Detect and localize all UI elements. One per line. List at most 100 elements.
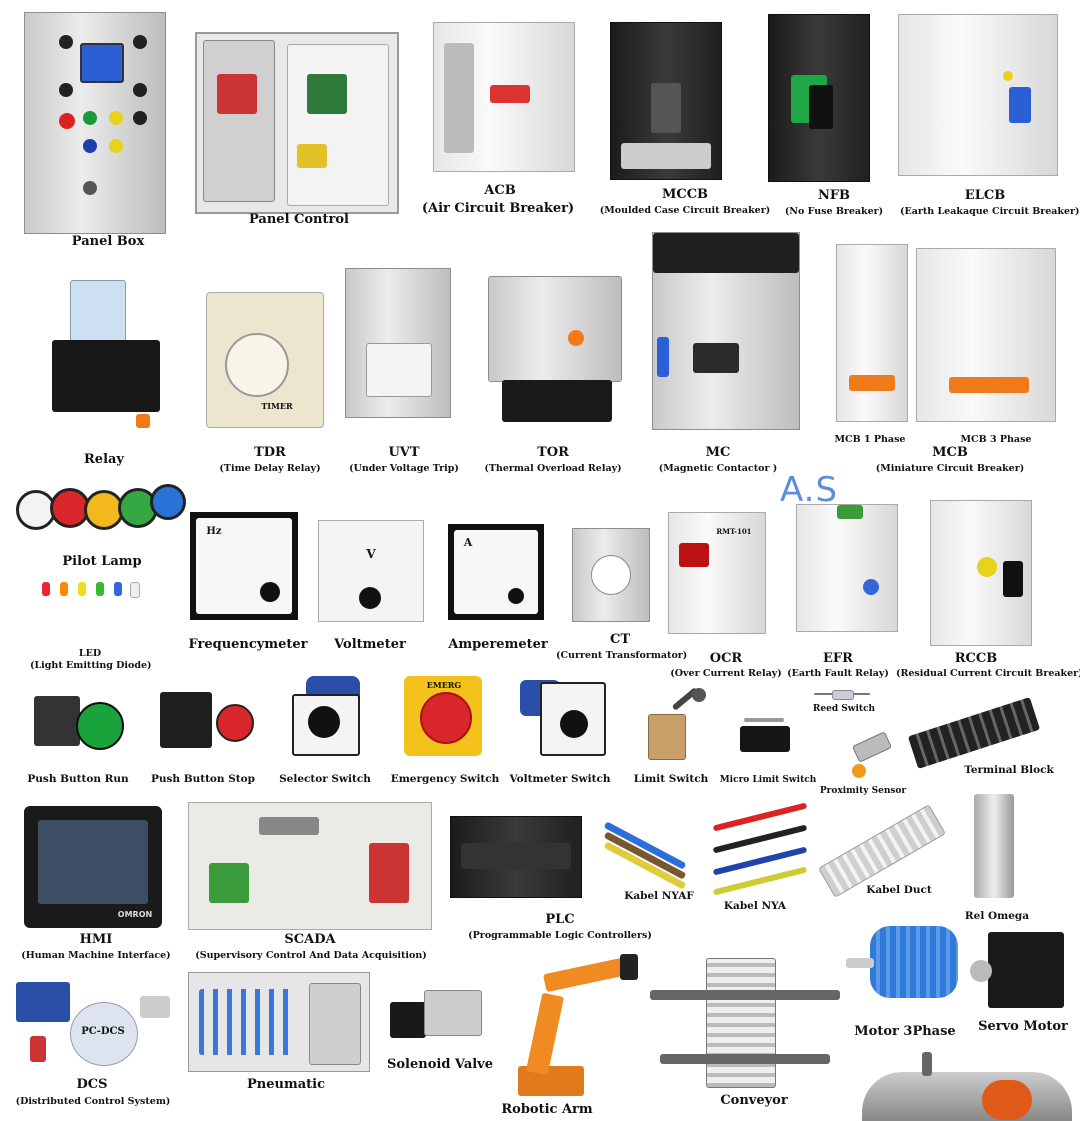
- mccb-image: [610, 22, 722, 180]
- kabel-nyaf-label: Kabel NYAF: [624, 890, 694, 902]
- limit-switch-image: [648, 687, 710, 762]
- terminal-block-image: [907, 697, 1041, 769]
- hmi-brand-text: OMRON: [117, 910, 153, 919]
- mcb-3phase-label: MCB 3 Phase: [960, 434, 1032, 445]
- panel-box-image: [24, 12, 166, 234]
- amperemeter-image: A: [448, 524, 544, 620]
- pneumatic-label: Pneumatic: [247, 1077, 325, 1092]
- acb-label: ACB: [484, 183, 516, 198]
- kabel-nya-label: Kabel NYA: [723, 900, 787, 912]
- mccb-label: MCCB: [661, 187, 709, 202]
- ct-sub: (Current Transformator): [556, 650, 688, 661]
- ocr-label: OCR: [709, 651, 743, 666]
- selector-switch-image: [292, 676, 362, 756]
- motor-3phase-image: [846, 914, 962, 1010]
- tdr-brand-text: TIMER: [261, 401, 293, 411]
- acb-image: [433, 22, 575, 172]
- uvt-image: [345, 268, 451, 418]
- push-button-run-label: Push Button Run: [27, 773, 129, 785]
- uvt-label: UVT: [388, 445, 420, 460]
- tor-label: TOR: [537, 445, 569, 460]
- scada-sub: (Supervisory Control And Data Acquisitio…: [195, 950, 427, 961]
- panel-control-image: [195, 32, 399, 214]
- ocr-image: RMT-101: [668, 512, 766, 634]
- tor-sub: (Thermal Overload Relay): [484, 463, 622, 474]
- emergency-switch-image: EMERG: [404, 676, 482, 756]
- kabel-duct-image: [818, 800, 946, 898]
- mcb-sub: (Miniature Circuit Breaker): [875, 463, 1025, 474]
- plc-sub: (Programmable Logic Controllers): [468, 930, 652, 941]
- pilot-lamp-label: Pilot Lamp: [62, 554, 142, 569]
- ocr-sub: (Over Current Relay): [670, 668, 782, 679]
- scada-image: [188, 802, 432, 930]
- mcb-label: MCB: [932, 445, 968, 460]
- kabel-nya-image: [712, 796, 812, 896]
- rel-omega-label: Rel Omega: [964, 910, 1030, 922]
- mccb-sub: (Moulded Case Circuit Breaker): [599, 205, 771, 216]
- conveyor-label: Conveyor: [720, 1093, 788, 1108]
- boiler-image: [862, 1048, 1072, 1121]
- plc-label: PLC: [545, 912, 575, 927]
- panel-control-label: Panel Control: [249, 212, 349, 227]
- hmi-label: HMI: [79, 932, 113, 947]
- proximity-sensor-label: Proximity Sensor: [819, 786, 907, 796]
- rel-omega-image: [956, 794, 1034, 902]
- servo-motor-image: [968, 924, 1066, 1014]
- frequencymeter-image: Hz: [190, 512, 298, 620]
- tdr-sub: (Time Delay Relay): [219, 463, 321, 474]
- emergency-switch-label: Emergency Switch: [390, 773, 500, 785]
- rccb-image: [930, 500, 1032, 646]
- efr-sub: (Earth Fault Relay): [787, 668, 889, 679]
- tor-image: [488, 256, 622, 424]
- rccb-label: RCCB: [954, 651, 998, 666]
- mc-sub: (Magnetic Contactor ): [658, 463, 778, 474]
- rccb-sub: (Residual Current Circuit Breaker): [896, 668, 1080, 679]
- tdr-image: TIMER: [206, 292, 324, 428]
- solenoid-valve-image: [390, 972, 482, 1050]
- relay-label: Relay: [84, 452, 124, 467]
- servo-motor-label: Servo Motor: [978, 1019, 1068, 1034]
- solenoid-valve-label: Solenoid Valve: [386, 1057, 494, 1072]
- voltmeter-image: V: [318, 520, 424, 622]
- motor-3phase-label: Motor 3Phase: [854, 1024, 956, 1039]
- nfb-label: NFB: [817, 188, 851, 203]
- nfb-sub: (No Fuse Breaker): [784, 206, 884, 217]
- panel-box-label: Panel Box: [71, 234, 145, 249]
- voltmeter-switch-label: Voltmeter Switch: [509, 773, 611, 785]
- limit-switch-label: Limit Switch: [633, 773, 709, 785]
- mcb-1phase-image: [836, 244, 908, 422]
- micro-limit-switch-label: Micro Limit Switch: [719, 775, 817, 785]
- efr-label: EFR: [823, 651, 853, 666]
- push-button-run-image: [34, 690, 124, 754]
- hmi-sub: (Human Machine Interface): [21, 950, 171, 961]
- kabel-duct-label: Kabel Duct: [866, 884, 932, 896]
- amperemeter-unit-text: A: [463, 536, 473, 549]
- nfb-image: [768, 14, 870, 182]
- plc-image: [450, 816, 582, 898]
- scada-label: SCADA: [284, 932, 336, 947]
- conveyor-image: [650, 950, 840, 1088]
- efr-image: [796, 504, 898, 632]
- mcb-3phase-image: [916, 248, 1056, 422]
- elcb-image: [898, 14, 1058, 176]
- dcs-label: DCS: [76, 1077, 108, 1092]
- kabel-nyaf-image: [600, 812, 700, 890]
- ct-image: [572, 528, 650, 622]
- terminal-block-label: Terminal Block: [964, 764, 1054, 776]
- pilot-lamp-image: [16, 482, 186, 530]
- acb-sub: (Air Circuit Breaker): [421, 201, 575, 216]
- push-button-stop-image: [160, 690, 254, 754]
- led-label: LED: [78, 648, 102, 659]
- ct-label: CT: [609, 632, 631, 647]
- push-button-stop-label: Push Button Stop: [150, 773, 255, 785]
- frequencymeter-unit-text: Hz: [206, 526, 222, 537]
- dcs-diagram-text: PC-DCS: [81, 1026, 125, 1037]
- selector-switch-label: Selector Switch: [279, 773, 371, 785]
- reed-switch-label: Reed Switch: [812, 704, 876, 714]
- reed-switch-image: [814, 690, 870, 700]
- robotic-arm-image: [508, 954, 644, 1098]
- led-image: [40, 582, 140, 642]
- dcs-image: PC-DCS: [16, 982, 176, 1072]
- mc-label: MC: [705, 445, 731, 460]
- voltmeter-label: Voltmeter: [334, 637, 406, 652]
